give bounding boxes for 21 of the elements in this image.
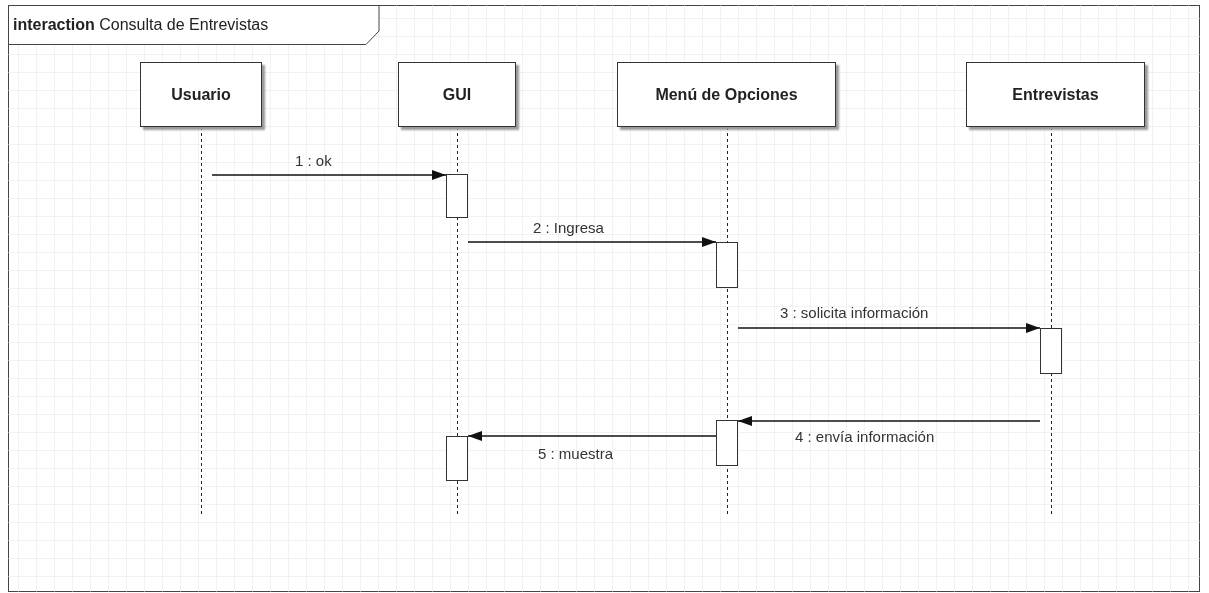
message-label: 5 : muestra	[538, 445, 614, 462]
message-arrow	[737, 323, 1041, 333]
activation-bar	[716, 242, 738, 288]
participant-box: Usuario	[140, 62, 262, 127]
participant-box: GUI	[398, 62, 516, 127]
participant-box: Entrevistas	[966, 62, 1145, 127]
message-label: 2 : Ingresa	[533, 219, 604, 236]
message-arrow	[467, 237, 717, 247]
message-label: 1 : ok	[295, 152, 332, 169]
activation-bar	[716, 420, 738, 466]
frame-title: interaction Consulta de Entrevistas	[13, 16, 269, 34]
message-arrow	[211, 170, 447, 180]
message-arrow	[737, 416, 1041, 426]
activation-bar	[1040, 328, 1062, 374]
interaction-frame	[8, 5, 1200, 592]
activation-bar	[446, 436, 468, 481]
message-label: 4 : envía información	[795, 428, 935, 445]
message-arrow	[467, 431, 717, 441]
message-label: 3 : solicita información	[780, 304, 929, 321]
activation-bar	[446, 174, 468, 218]
participant-box: Menú de Opciones	[617, 62, 836, 127]
